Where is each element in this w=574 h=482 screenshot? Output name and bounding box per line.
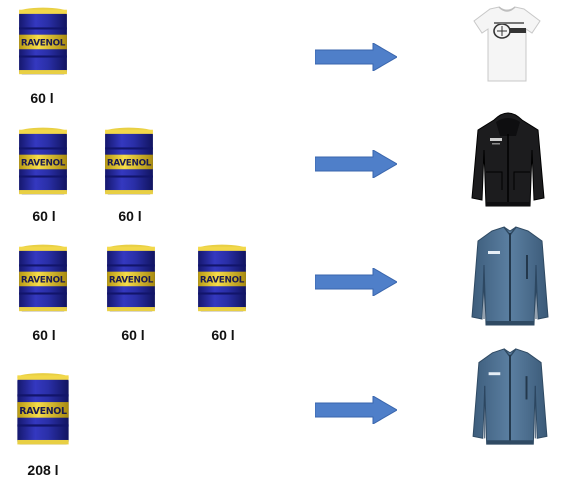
arrow-icon — [315, 268, 397, 296]
softshell-jacket-icon — [470, 347, 550, 449]
barrel-icon — [103, 125, 155, 201]
barrel-icon — [196, 242, 248, 318]
hoodie-icon — [471, 112, 545, 207]
volume-label: 60 l — [32, 327, 56, 343]
barrel-icon — [17, 242, 69, 318]
volume-label: 60 l — [211, 327, 235, 343]
volume-label: 208 l — [27, 462, 59, 478]
arrow-icon — [315, 43, 397, 71]
barrel-icon — [17, 5, 69, 81]
softshell-jacket-icon — [470, 225, 550, 330]
volume-label: 60 l — [118, 208, 142, 224]
volume-label: 60 l — [30, 90, 54, 106]
t-shirt-icon — [473, 6, 541, 82]
arrow-icon — [315, 396, 397, 424]
arrow-icon — [315, 150, 397, 178]
volume-label: 60 l — [121, 327, 145, 343]
barrel-icon — [14, 372, 72, 450]
volume-label: 60 l — [32, 208, 56, 224]
barrel-icon — [105, 242, 157, 318]
barrel-icon — [17, 125, 69, 201]
